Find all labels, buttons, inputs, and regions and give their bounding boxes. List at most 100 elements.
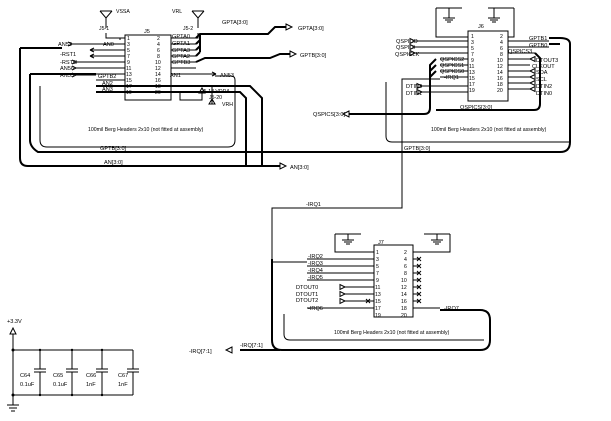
j6-ground-right [488, 8, 500, 23]
j7-ground-left [342, 234, 354, 245]
qspics-bus-label-j6: QSPICS[3:0] [460, 105, 492, 111]
gptb-bus: GPTB[3:0] GPTB[3:0] GPTB[3:0] [29, 37, 571, 153]
svg-text:5: 5 [471, 46, 474, 52]
j6-right-arrows [528, 55, 536, 93]
j6-left-arrows [409, 37, 424, 96]
j7-pin-numbers-right: 2 4 6 8 10 12 14 16 18 20 [401, 250, 407, 319]
svg-text:8: 8 [157, 54, 160, 60]
j5-1-label: J5-1 [99, 26, 109, 32]
svg-text:10: 10 [401, 278, 407, 284]
svg-text:2: 2 [404, 250, 407, 256]
gpta-bus-label-offpage: GPTA[3:0] [298, 26, 324, 32]
an-bus-label-offpage: AN[3:0] [290, 165, 309, 171]
svg-text:18: 18 [497, 82, 503, 88]
j7-label-irq2: -IRQ2 [308, 254, 323, 260]
svg-text:17: 17 [469, 82, 475, 88]
j6-ref: J6 [478, 24, 484, 30]
header-j7: J7 1 3 5 7 9 11 13 15 17 19 2 4 6 8 10 1… [189, 233, 491, 355]
svg-text:16: 16 [401, 299, 407, 305]
svg-text:3: 3 [471, 40, 474, 46]
j6-label-dtout3: DTOUT3 [536, 58, 558, 64]
j6-pin-numbers-right: 2 4 6 8 10 12 14 16 18 20 [497, 34, 503, 94]
j6-label-qspics3: QSPICS3 [508, 49, 532, 55]
svg-text:6: 6 [500, 46, 503, 52]
svg-text:14: 14 [155, 72, 161, 78]
vrl-label: VRL [172, 9, 182, 15]
j6-label-gptb0: GPTB0 [529, 43, 547, 49]
j7-label-irq4: -IRQ4 [308, 268, 323, 274]
j7-body [373, 244, 414, 318]
svg-text:1nF: 1nF [118, 382, 128, 388]
j6-body [467, 30, 509, 102]
svg-text:9: 9 [471, 58, 474, 64]
j5-label-rsto: -RSTO [60, 60, 78, 66]
svg-text:15: 15 [126, 78, 132, 84]
j6-label-qspics0: QSPICS0 [440, 69, 464, 75]
j6-label-dtin3: DTIN3 [406, 84, 422, 90]
j7-no-connect-marks [365, 256, 422, 304]
svg-text:10: 10 [155, 60, 161, 66]
svg-text:C66: C66 [86, 373, 96, 379]
j5-ref: J5 [144, 29, 150, 35]
svg-text:11: 11 [469, 64, 474, 70]
cap-c65: C65 0.1uF [53, 350, 78, 395]
j5-label-an3: AN3 [102, 87, 113, 93]
svg-text:7: 7 [376, 271, 379, 277]
an-bus-label: AN[3:0] [104, 160, 123, 166]
j7-description: 100mil Berg Headers 2x10 (not fitted at … [334, 330, 450, 336]
gptb-bus-label-offpage: GPTB[3:0] [300, 53, 327, 59]
svg-text:6: 6 [157, 48, 160, 54]
gpta-bus: GPTA[3:0] GPTA[3:0] [195, 20, 324, 57]
vssa-label: VSSA [116, 9, 130, 15]
svg-text:1: 1 [471, 34, 474, 40]
cap-c67: C67 1nF [118, 350, 139, 395]
j7-left-arrows [339, 283, 347, 305]
rail-3v3-arrow [9, 326, 17, 335]
j5-label-an1: AN1 [170, 73, 181, 79]
j7-ground-right [431, 234, 443, 245]
j5-description: 100mil Berg Headers 2x10 (not fitted at … [88, 127, 204, 133]
svg-text:9: 9 [376, 278, 379, 284]
j6-ground-left [443, 8, 455, 23]
svg-text:14: 14 [497, 70, 503, 76]
svg-text:3: 3 [376, 257, 379, 263]
j6-label-dtin1: DTIN1 [406, 91, 422, 97]
svg-text:11: 11 [375, 285, 380, 291]
svg-text:0.1uF: 0.1uF [20, 382, 35, 388]
gpta-bus-label: GPTA[3:0] [222, 20, 248, 26]
j7-pin-numbers-left: 1 3 5 7 9 11 13 15 17 19 [375, 250, 381, 319]
j7-label-irq5: -IRQ5 [308, 275, 323, 281]
svg-text:4: 4 [157, 42, 160, 48]
svg-text:8: 8 [500, 52, 503, 58]
j5-body [124, 34, 172, 101]
svg-text:18: 18 [401, 306, 407, 312]
svg-text:5: 5 [376, 264, 379, 270]
svg-text:17: 17 [375, 306, 381, 312]
svg-text:11: 11 [126, 66, 131, 72]
j5-label-an2: AN2 [102, 81, 113, 87]
svg-text:8: 8 [404, 271, 407, 277]
header-j5: VSSA J5-1 VRL J5-2 J5 1 3 5 7 9 11 13 15… [39, 9, 236, 148]
gptb-bus-label-right: GPTB[3:0] [404, 146, 431, 152]
j7-label-irq3: -IRQ3 [308, 261, 323, 267]
svg-text:C64: C64 [20, 373, 30, 379]
svg-text:16: 16 [497, 76, 503, 82]
j6-label-gptb1: GPTB1 [529, 36, 547, 42]
j5-20-label: J5-20 [209, 95, 222, 101]
j6-label-clkout: CLKOUT [532, 64, 555, 70]
j5-label-an52: AN52 [58, 42, 72, 48]
j6-pin-numbers-left: 1 3 5 7 9 11 13 15 17 19 [469, 34, 475, 94]
svg-text:C65: C65 [53, 373, 63, 379]
j6-label-qspiclk: QSPICLK [395, 52, 420, 58]
svg-text:16: 16 [155, 78, 161, 84]
svg-text:0.1uF: 0.1uF [53, 382, 68, 388]
irq1-label: -IRQ1 [306, 202, 321, 208]
j7-label-irq6: -IRQ6 [308, 306, 323, 312]
header-j6: J6 1 3 5 7 9 11 13 15 17 19 2 4 6 8 10 1… [313, 7, 570, 143]
j5-label-an0: AN0 [103, 42, 114, 48]
junction-dots [11, 348, 104, 397]
j6-label-qspido: QSPIDO [396, 39, 418, 45]
rail-3v3-label: +3.3V [7, 319, 22, 325]
cap-c66: C66 1nF [86, 350, 108, 395]
